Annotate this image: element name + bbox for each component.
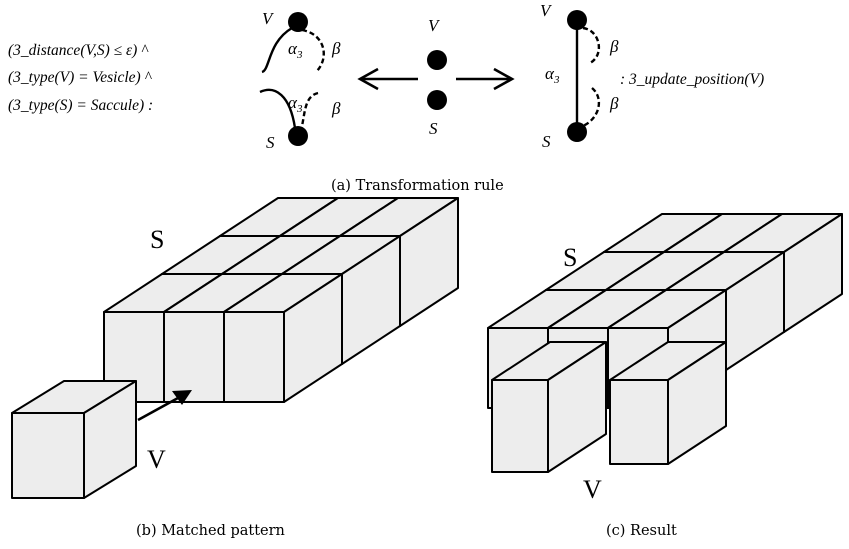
right-graph-beta-bottom: β: [609, 94, 619, 113]
left-arrow-head: [357, 67, 379, 91]
cube-front-face: [11, 412, 85, 499]
left-graph-beta-top: β: [331, 39, 341, 58]
cube-front-face: [491, 379, 549, 473]
right-arrow-head: [493, 67, 515, 91]
matched-pattern: S V: [11, 197, 459, 499]
caption-c: (c) Result: [606, 523, 677, 539]
rule-right-graph: V α3 β β S: [540, 1, 619, 151]
middle-graph-s-label: S: [429, 119, 438, 138]
right-graph-node-s: [567, 122, 587, 142]
rule-condition-line-1: (3_distance(V,S) ≤ ε) ^: [8, 42, 149, 59]
rule-middle-graph: V S: [427, 16, 447, 138]
saccule-cube: [223, 273, 343, 403]
cube-side-face: [83, 380, 137, 499]
right-graph-v-label: V: [540, 1, 553, 20]
result-v-label: V: [583, 475, 602, 504]
rule-condition-line-2: (3_type(V) = Vesicle) ^: [8, 69, 153, 86]
pattern-move-arrow-head: [172, 390, 192, 405]
transformation-rule: (3_distance(V,S) ≤ ε) ^ (3_type(V) = Ves…: [8, 1, 764, 152]
rule-arrows: [357, 67, 515, 91]
left-graph-beta-edge-top: [301, 28, 325, 73]
right-graph-beta-top: β: [609, 37, 619, 56]
right-graph-beta-edge-top: [582, 26, 601, 65]
caption-a: (a) Transformation rule: [331, 178, 504, 194]
cube-side-face: [547, 341, 607, 473]
left-graph-node-s: [288, 126, 308, 146]
cube-front-face: [609, 379, 669, 465]
left-graph-beta-edge-bottom: [300, 91, 319, 127]
right-graph-s-label: S: [542, 132, 551, 151]
left-graph-alpha-edge-top: [261, 26, 293, 74]
left-graph-alpha-edge-bottom: [259, 88, 297, 129]
rule-action: : 3_update_position(V): [620, 71, 764, 88]
vesicle-cube: [11, 380, 137, 499]
pattern-saccule-cubes: [103, 197, 459, 403]
cube-front-face: [163, 311, 225, 403]
caption-b: (b) Matched pattern: [136, 523, 285, 539]
left-graph-node-v: [288, 12, 308, 32]
rule-condition-line-3: (3_type(S) = Saccule) :: [8, 97, 153, 114]
right-graph-alpha: α3: [545, 64, 560, 86]
pattern-move-arrow: [137, 396, 179, 422]
rule-left-graph: V α3 β α3 β S: [259, 9, 341, 152]
middle-graph-node-v: [427, 50, 447, 70]
result-front-cube: [609, 341, 727, 465]
cube-side-face: [667, 341, 727, 465]
result-cubes: [487, 213, 843, 473]
left-graph-s-label: S: [266, 133, 275, 152]
middle-graph-node-s: [427, 90, 447, 110]
cube-front-face: [223, 311, 285, 403]
result-s-label: S: [563, 243, 577, 272]
pattern-vesicle-cube: [11, 380, 137, 499]
right-graph-beta-edge-bottom: [582, 87, 601, 128]
merged-vesicle-cube: [491, 341, 607, 473]
result: S V: [487, 213, 843, 504]
left-graph-alpha-top: α3: [288, 39, 303, 61]
left-graph-v-label: V: [262, 9, 275, 28]
cube-side-face: [283, 273, 343, 403]
left-graph-alpha-bottom: α3: [288, 93, 303, 115]
pattern-v-label: V: [147, 445, 166, 474]
left-graph-beta-bottom: β: [331, 99, 341, 118]
right-graph-node-v: [567, 10, 587, 30]
middle-graph-v-label: V: [428, 16, 441, 35]
pattern-s-label: S: [150, 225, 164, 254]
